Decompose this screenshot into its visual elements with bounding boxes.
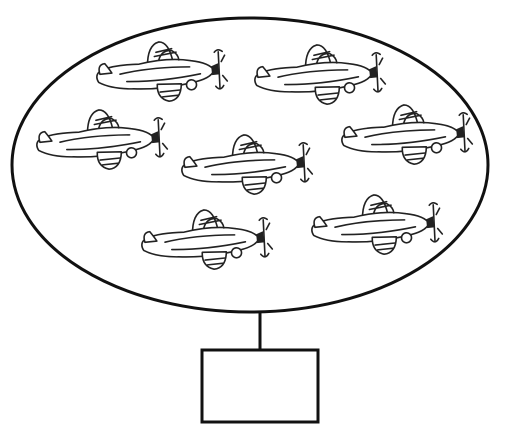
airplane-icon	[339, 98, 474, 171]
airplane-icon	[34, 103, 169, 176]
element-box	[202, 350, 318, 422]
airplane-icon	[252, 38, 387, 111]
airplane-icon	[94, 35, 229, 108]
airplane-icon	[139, 203, 274, 276]
airplane-icon	[179, 128, 314, 201]
airplane-icon	[309, 188, 444, 261]
airplanes-group	[34, 35, 474, 276]
